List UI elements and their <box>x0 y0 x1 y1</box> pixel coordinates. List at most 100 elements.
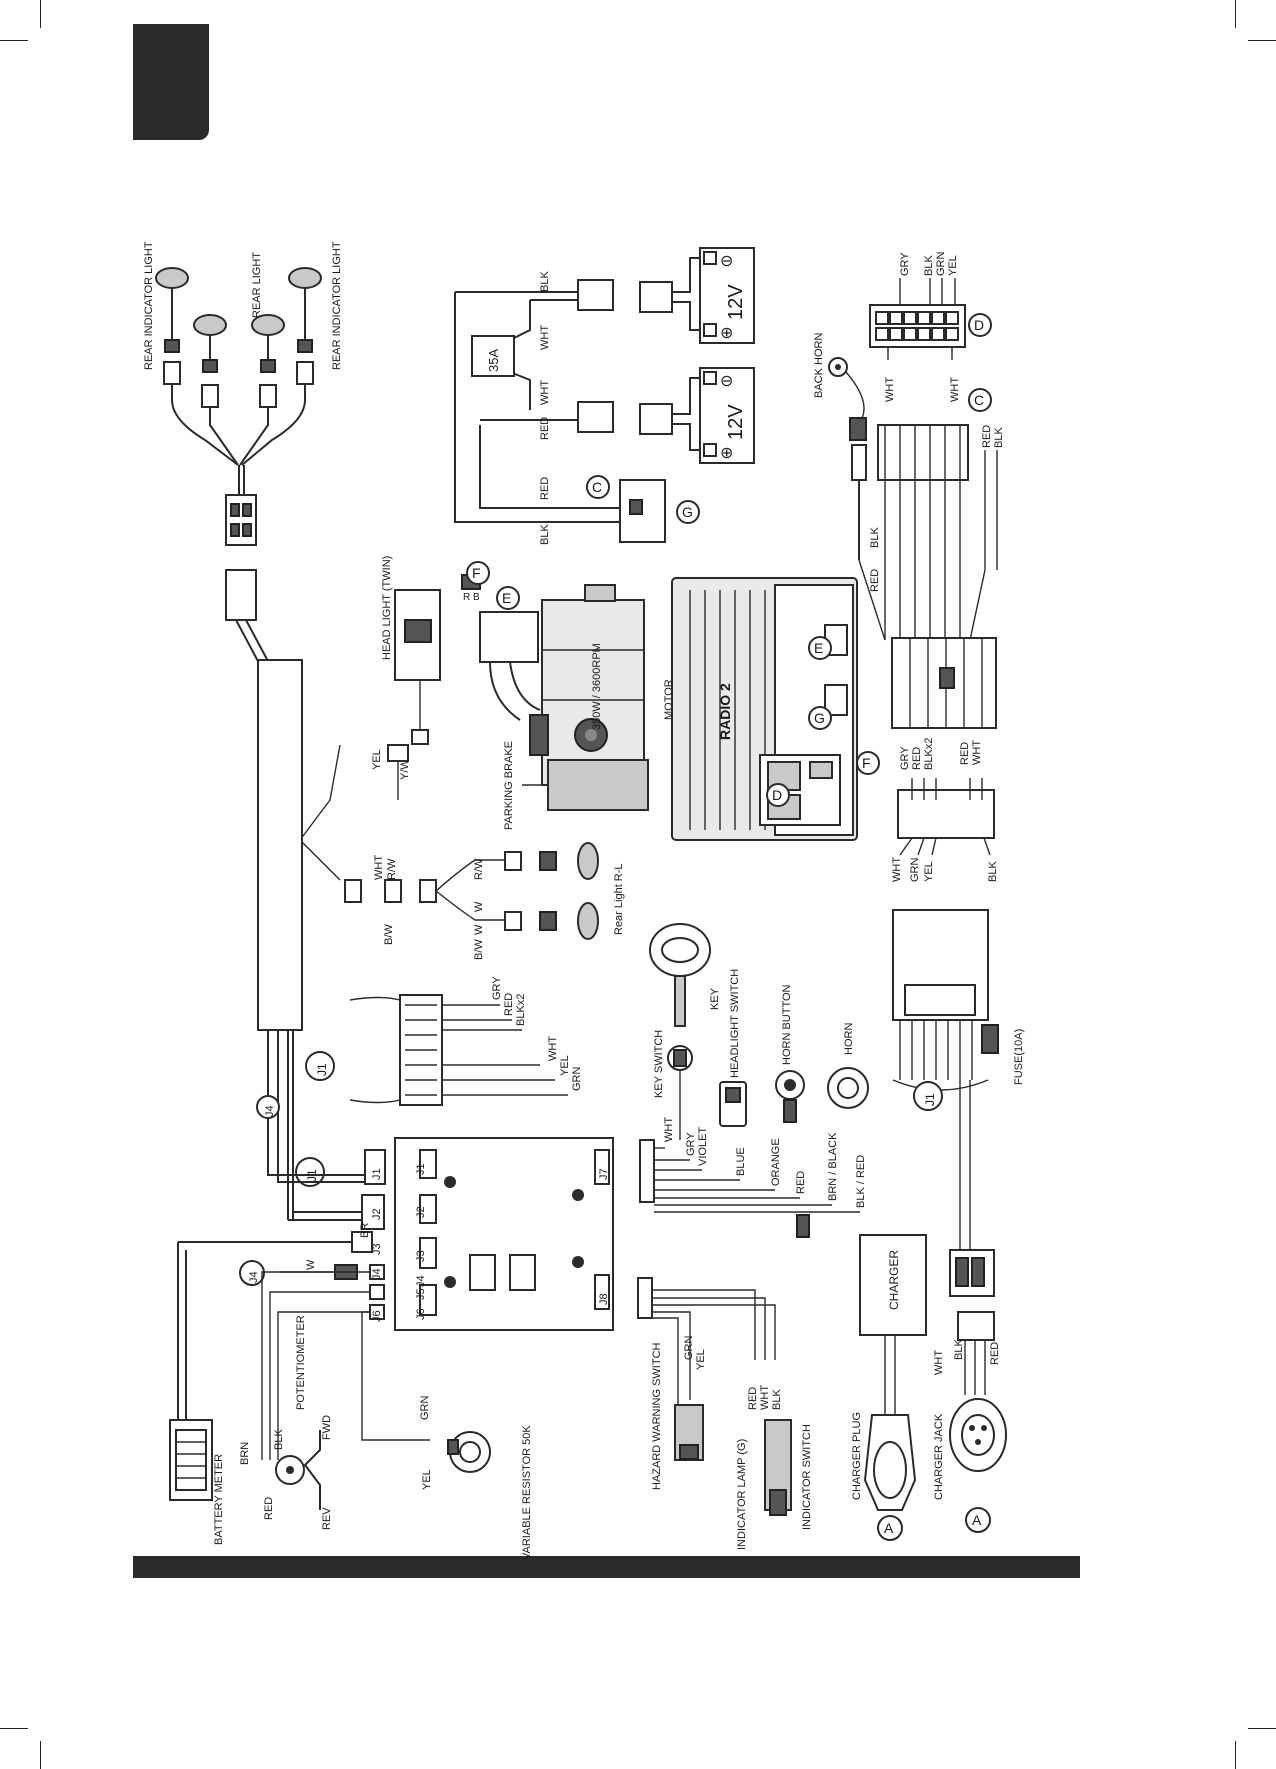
switch-wire-2: VIOLET <box>697 1127 709 1166</box>
battery-connector-1 <box>577 279 614 311</box>
board-top-j6: J6 <box>371 1310 383 1322</box>
controller-bottom-wire-right: BLK <box>987 861 999 882</box>
j1-wire-3: WHT <box>547 1036 559 1061</box>
marker-a-icon <box>965 1507 991 1533</box>
motor-rating: 350W / 3600RPM <box>591 643 603 730</box>
chapter-tab <box>133 24 209 140</box>
board-top-j3: J3 <box>371 1243 383 1255</box>
vr-yel: YEL <box>421 1469 433 1490</box>
j1-wire-1: RED <box>503 993 515 1016</box>
controller-bottom-wire-1: GRN <box>909 858 921 883</box>
wire-wht-label-2: WHT <box>539 380 551 405</box>
plus-icon: ⊕ <box>720 445 733 462</box>
head-light-marker-e: E <box>502 590 511 606</box>
controller-group: RADIO 2 E G F D GRY RED BLKx2 RED WHT WH… <box>671 577 999 883</box>
charger-jack-label: CHARGER JACK <box>933 1413 945 1500</box>
crop-mark <box>0 1728 28 1729</box>
controller-top-wire-0: GRY <box>899 746 911 770</box>
charger-j1: J1 <box>923 1093 937 1106</box>
battery-plug-2 <box>639 403 673 435</box>
controller-marker-d: D <box>772 787 782 803</box>
battery-2-voltage: 12V <box>725 404 747 440</box>
back-horn-label: BACK HORN <box>813 333 825 398</box>
horn-label: HORN <box>843 1023 855 1055</box>
j7-connector <box>639 1139 655 1203</box>
crop-mark <box>40 0 41 28</box>
harness-lines-right <box>884 480 986 641</box>
marker-j1-icon <box>913 1081 943 1111</box>
marker-a-icon <box>877 1515 903 1541</box>
switches-group: WHT GRY VIOLET BLUE ORANGE RED BRN / BLA… <box>639 923 869 1238</box>
head-light-r: R <box>463 592 470 603</box>
marker-j4-icon <box>256 1095 280 1119</box>
rl-rw-1: R/W <box>386 858 398 880</box>
controller-bottom-wire-2: YEL <box>923 861 935 882</box>
charger-blk: BLK <box>953 1339 965 1360</box>
motor-group: HEAD LIGHT (TWIN) Y/W YEL R B F E 350W /… <box>299 556 675 841</box>
controller-top-wire-right-1: WHT <box>971 740 983 765</box>
wire-wht-label-1: WHT <box>539 325 551 350</box>
crop-mark <box>1248 1728 1276 1729</box>
harness-j1: J1 <box>315 1063 329 1076</box>
rear-indicator-light-icon <box>155 267 189 289</box>
board-top-j2: J2 <box>371 1208 383 1220</box>
ind-wht: WHT <box>759 1385 771 1410</box>
parking-brake <box>547 759 649 811</box>
controller-marker-f: F <box>862 755 871 771</box>
marker-j4-icon <box>239 1260 265 1286</box>
marker-g: G <box>682 504 693 520</box>
head-light-yel: YEL <box>371 749 383 770</box>
crop-mark <box>0 40 28 41</box>
board-top-j1: J1 <box>371 1168 383 1180</box>
j8-connector <box>637 1277 653 1319</box>
board-j6: J6 <box>415 1308 427 1320</box>
top-right-blk: BLK <box>993 427 1005 448</box>
charger-label: CHARGER <box>887 1250 901 1310</box>
horn-button-label: HORN BUTTON <box>781 984 793 1065</box>
crop-mark <box>1248 40 1276 41</box>
charger-marker-a1: A <box>884 1520 894 1536</box>
potentiometer-label: POTENTIOMETER <box>295 1315 307 1410</box>
rear-light-label: REAR LIGHT <box>251 252 263 318</box>
harness-j4-small: J4 <box>248 1271 260 1283</box>
minus-icon: ⊖ <box>720 373 733 390</box>
bottom-bar <box>133 1556 1080 1578</box>
marker-g-icon <box>808 706 832 730</box>
top-right-wht-1: WHT <box>884 377 896 402</box>
rear-light-icon <box>193 314 227 336</box>
head-light-marker-f: F <box>472 565 481 581</box>
bottom-middle-group: HAZARD WARNING SWITCH GRN YEL RED WHT BL… <box>637 1277 813 1550</box>
rear-lights-mating-connector <box>225 569 257 621</box>
minus-icon: ⊖ <box>720 253 733 270</box>
top-right-wire-0: GRY <box>899 252 911 276</box>
top-right-red-left: RED <box>869 569 881 592</box>
vr-grn: GRN <box>419 1396 431 1421</box>
rear-light-r-icon <box>577 842 599 880</box>
hazard-switch-label: HAZARD WARNING SWITCH <box>651 1342 663 1490</box>
top-right-red: RED <box>981 425 993 448</box>
parking-brake-label: PARKING BRAKE <box>503 741 515 830</box>
charger-red: RED <box>989 1342 1001 1365</box>
marker-g-icon <box>676 500 700 524</box>
switch-wire-3: BLUE <box>735 1147 747 1176</box>
charger-group: FUSE(10A) J1 WHT BLK RED CHARGER JACK A … <box>851 909 1025 1541</box>
controller-top-wire-2: BLKx2 <box>923 738 935 770</box>
controller-top-wire-right-0: RED <box>959 742 971 765</box>
conn-blk-label: BLK <box>539 524 551 545</box>
switch-wire-4: ORANGE <box>770 1138 782 1186</box>
plus-icon: ⊕ <box>720 325 733 342</box>
connector-e-motor <box>479 611 539 663</box>
board-j8: J8 <box>598 1293 610 1305</box>
board-br: BR <box>359 1223 371 1238</box>
marker-e-icon <box>496 586 520 610</box>
key-switch-label: KEY SWITCH <box>653 1030 665 1098</box>
headlight-switch-label: HEADLIGHT SWITCH <box>729 969 741 1078</box>
top-right-wire-3: YEL <box>947 255 959 276</box>
rl-bw-2: B/W <box>473 939 485 960</box>
hazard-yel: YEL <box>695 1349 707 1370</box>
battery-plug-1 <box>639 281 673 313</box>
j1-wire-2: BLKx2 <box>515 994 527 1026</box>
rl-w-1: W <box>473 901 485 912</box>
controller-marker-g: G <box>814 710 825 726</box>
